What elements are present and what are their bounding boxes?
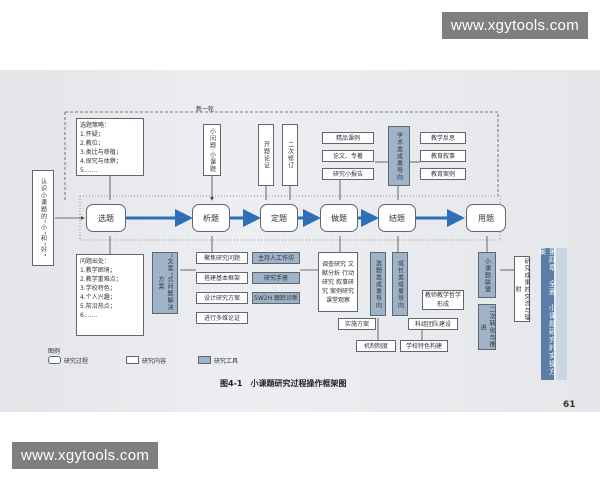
outcome-item: 论文、专著 [322,150,374,162]
flow-step-yongti: 用题 [466,204,506,232]
problem-line: 问题出处： [80,258,111,265]
strategy-line: 4.探究与体察； [80,158,122,165]
teacher-growth-box: 教师教学哲学形成 [422,290,464,310]
analysis-item: 设计研究方案 [196,292,248,304]
jiaoxue-item: 教育案例 [420,168,466,180]
problem-line: 4.个人兴趣； [80,294,116,301]
yongti-item: 小课题联盟 [478,252,496,298]
problem-line: 1.教学困境； [80,267,116,274]
strategy-line: 2.教位； [80,140,104,147]
problem-box: 问题出处： 1.教学困境； 2.教学重难点； 3.学校特色； 4.个人兴趣； 5… [76,254,144,336]
jiaoxue-item: 教学反思 [420,132,466,144]
outcome-item: 精品课例 [322,132,374,144]
strategy-line: 3.类比与移植； [80,149,122,156]
flow-step-xuanti: 选题 [86,204,126,232]
loop-label: 新一轮 [196,106,215,113]
watermark-bottom: www.xgytools.com [12,442,159,469]
strategy-box: 选题策略： 1.怀疑； 2.教位； 3.类比与移植； 4.探究与体察； 5.…… [76,118,144,176]
methods-box: 调查研究 文献分析 行动研究 叙事研究 案例研究 课堂观察 [318,252,358,312]
legend-swatch-content [126,356,139,364]
tool-item: 研究手册 [252,272,300,284]
legend-label: 研究内容 [142,358,167,365]
second-revise-box: 二次修订 [282,124,298,186]
xueshu-guide-box: 学术类成果导向 [388,126,410,186]
loop-dashed-line [65,111,499,196]
jieti-guide-box: 选题类成果导向 [370,252,386,316]
small-question-box: 小问题·小课题 [203,124,221,176]
watermark-top: www.xgytools.com [441,12,588,39]
strategy-line: 选题策略： [80,122,111,129]
flow-step-jieti: 结题 [378,204,416,232]
problem-line: 5.前沿热点； [80,303,116,310]
chapter-sidebar-tab: 第四章 全面 小课题研究的实操方案 [539,248,557,380]
impl-box: 实施方案 [338,318,376,330]
jiaoxue-item: 教育叙事 [420,150,466,162]
flow-step-xiti: 析题 [192,204,230,232]
tool-item: 主持人工作坊 [252,252,300,264]
mech-box: 机制制度 [356,340,396,352]
problem-line: 3.学校特色； [80,285,116,292]
flow-step-zuoti: 做题 [320,204,358,232]
legend-label: 研究过程 [64,358,89,365]
tool-item: 5W2H 跟踪诊断 [252,292,300,304]
school-build-box: 学校特色构建 [400,340,448,352]
team-build-box: 科组团队建设 [408,318,458,330]
analysis-item: 进行多维论证 [196,312,248,324]
flow-step-dingti: 定题 [260,204,298,232]
yongti-side-box: 研究成果的交流与辐射 [514,256,530,322]
strategy-line: 1.怀疑； [80,131,104,138]
chapter-sidebar-strip [556,248,567,380]
strategy-line: 5.…… [80,167,98,174]
legend-swatch-process [48,356,61,364]
legend-label: 研究工具 [214,358,239,365]
yongti-item: 二次转化与推进 [478,304,496,350]
jieti-guide-box: 成长类成果导向 [392,252,408,316]
kaiti-box: 开题论证 [258,124,274,186]
figure-caption: 图4-1 小课题研究过程操作框架图 [220,379,347,388]
analysis-item: 搭建基本框架 [196,272,248,284]
problem-line: 6.…… [80,312,98,319]
wenan-box: “文案”式问题解决方案 [152,252,178,314]
left-vertical-box: 认识小课题的“小”和“好” [32,170,54,266]
page-number: 61 [563,400,576,410]
problem-line: 2.教学重难点； [80,276,122,283]
legend-title: 图例 [48,348,61,355]
legend-swatch-tool [198,356,211,364]
analysis-item: 聚焦研究问题 [196,252,248,264]
outcome-item: 研究小报告 [322,168,374,180]
